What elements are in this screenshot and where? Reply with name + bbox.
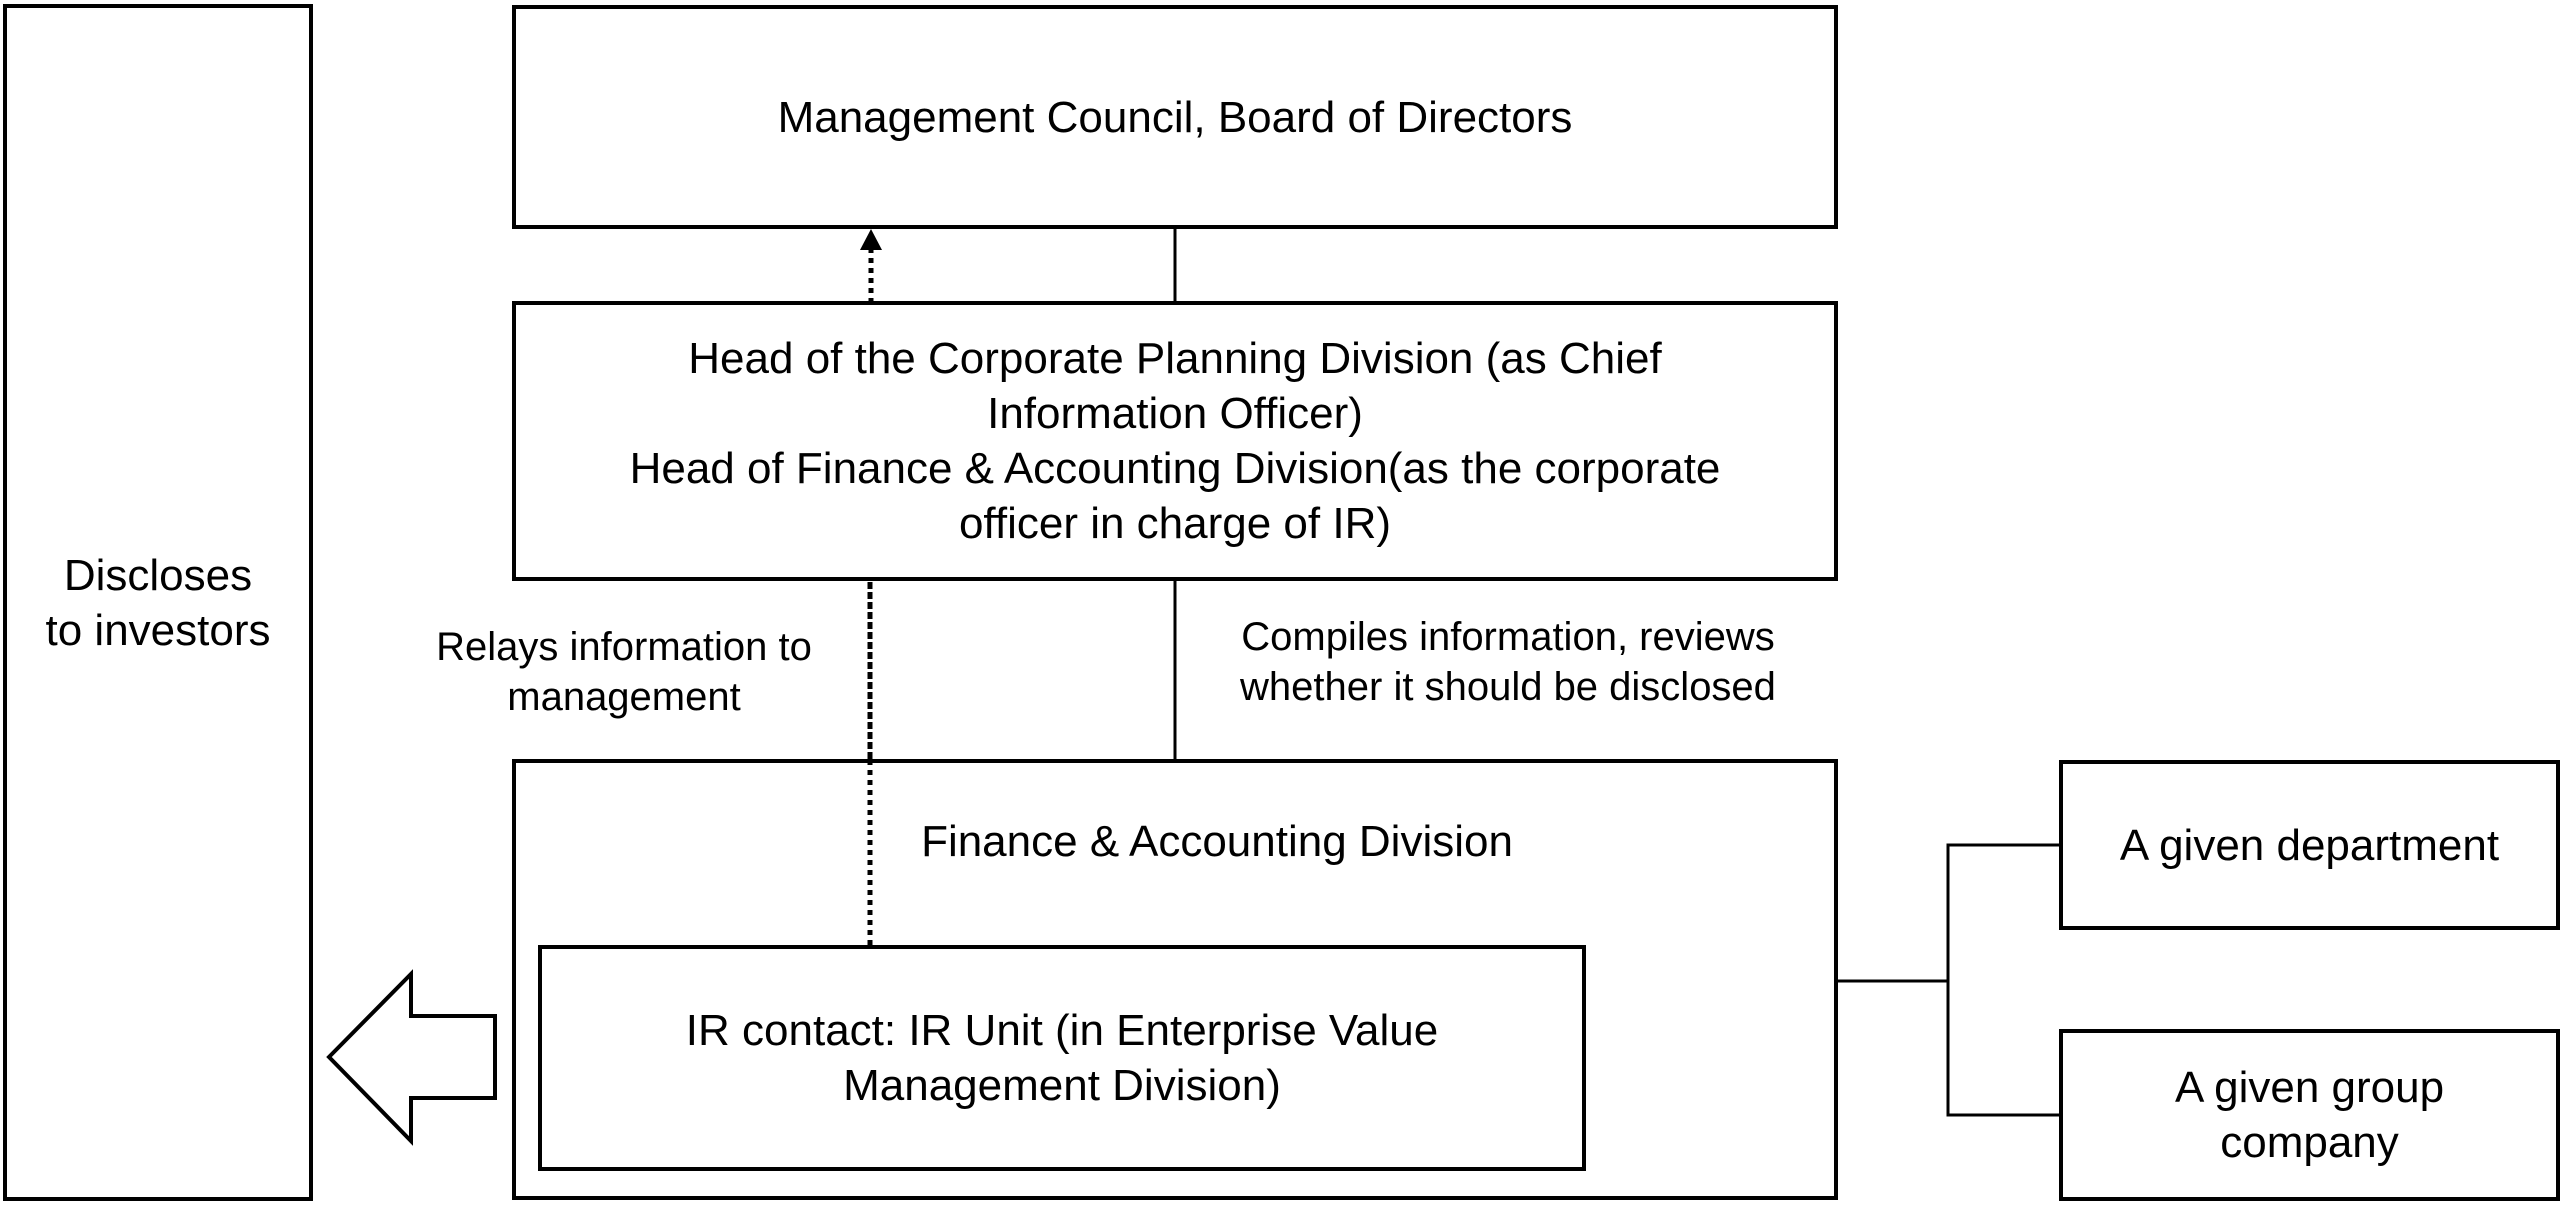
node-discloses-to-investors[interactable]: Discloses to investors (3, 4, 313, 1201)
node-label: Head of the Corporate Planning Division … (629, 334, 1721, 548)
node-label: IR contact: IR Unit (in Enterprise Value… (685, 1006, 1439, 1110)
connector-branch-department (1946, 843, 2060, 1117)
node-label: Discloses to investors (45, 550, 271, 655)
node-given-group-company[interactable]: A given group company (2059, 1029, 2560, 1201)
edge-label-relays: Relays information to management (436, 625, 812, 719)
node-label: Finance & Accounting Division (921, 817, 1513, 866)
node-label: A given department (2119, 820, 2500, 870)
edge-label-compiles: Compiles information, reviews whether it… (1240, 615, 1776, 709)
node-management-council[interactable]: Management Council, Board of Directors (512, 5, 1838, 229)
node-label: A given group company (2174, 1063, 2445, 1167)
node-label: Management Council, Board of Directors (777, 92, 1573, 142)
node-ir-contact[interactable]: IR contact: IR Unit (in Enterprise Value… (538, 945, 1586, 1171)
arrowhead-up-icon (860, 229, 882, 250)
node-division-heads[interactable]: Head of the Corporate Planning Division … (512, 301, 1838, 581)
node-given-department[interactable]: A given department (2059, 760, 2560, 930)
block-arrow-left-icon (326, 969, 497, 1146)
